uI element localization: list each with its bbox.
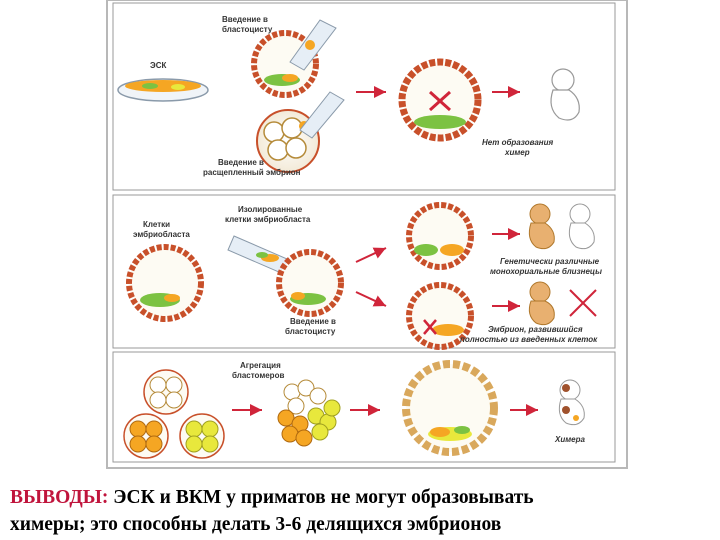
blastocyst-donor [126,244,204,322]
isolated-cells-label-1: Изолированные [238,205,303,214]
no-chimera-label-2: химер [504,148,530,157]
fetus-orange-icon [528,203,555,250]
pipette-icon [299,91,345,139]
fetus-white-icon [568,203,595,250]
pipette-icon [227,235,295,277]
conclusion-line-1: ЭСК и ВКМ у приматов не могут образовыва… [108,487,534,508]
blastocyst-result [398,58,482,142]
inject-blastocyst-2-label-1: Введение в [290,317,336,326]
conclusion-heading: ВЫВОДЫ: [10,487,109,508]
aggregation-label-1: Агрегация [240,361,281,370]
morula-yellow [179,413,225,459]
twins-label-1: Генетически различные [500,257,600,266]
donor-embryo-label-2: полностью из введенных клеток [460,335,598,344]
aggregate [277,379,341,447]
pipette-icon [289,19,337,71]
inject-blastocyst-2-label-2: бластоцисту [285,327,336,336]
blastocyst-donor-derived [406,282,474,350]
petri-dish [117,78,209,102]
aggregation-label-2: бластомеров [232,371,284,380]
morula-white [143,369,189,415]
esc-label: ЭСК [150,61,166,70]
conclusion-line-2: химеры; это способны делать 3-6 делящихс… [10,514,502,535]
panel-1: ЭСК Введение в бластоцисту Введение в ра… [112,2,616,191]
blastocyst-twins [406,202,474,270]
blastocyst-recipient-2 [276,249,344,317]
embryoblast-label-2: эмбриобласта [133,230,190,239]
chimera-label: Химера [554,435,585,444]
morula-orange [123,413,169,459]
no-chimera-label-1: Нет образования [482,138,553,147]
blastocyst-chimeric [402,360,498,456]
diagram-canvas: ЭСК Введение в бластоцисту Введение в ра… [106,0,628,469]
inject-blastocyst-label-2: бластоцисту [222,25,273,34]
outer-frame [106,0,628,469]
embryoblast-label-1: Клетки [143,220,170,229]
arrow-panel2-a [355,247,387,263]
arrow-panel2-b [355,291,387,307]
fetus-orange-icon [528,281,555,326]
inject-split-label-1: Введение в [218,158,264,167]
fetus-chimera-icon [558,379,585,426]
inject-blastocyst-label-1: Введение в [222,15,268,24]
fetus-white-icon [550,68,580,121]
panel-3: Агрегация бластомеров [112,351,616,463]
inject-split-label-2: расщепленный эмбрион [203,168,301,177]
panel-2: Клетки эмбриобласта Изолированные клетки… [112,194,616,350]
isolated-cells-label-2: клетки эмбриобласта [225,215,311,224]
cross-icon [569,289,597,317]
twins-label-2: монохориальные близнецы [490,267,602,276]
donor-embryo-label-1: Эмбрион, развившийся [488,325,583,334]
conclusion-text: ВЫВОДЫ: ЭСК и ВКМ у приматов не могут об… [10,484,715,538]
